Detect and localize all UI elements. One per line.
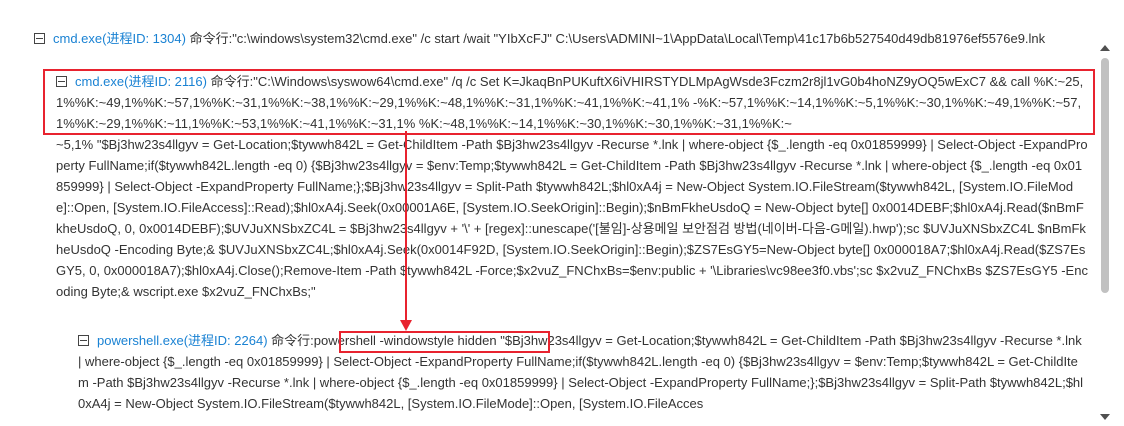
process-node-cmd-1304: cmd.exe(进程ID: 1304) 命令行:"c:\windows\syst… — [34, 28, 1096, 49]
collapse-toggle-icon[interactable] — [78, 335, 89, 346]
command-label: 命令行: — [271, 333, 314, 348]
process-name-link[interactable]: powershell.exe(进程ID: 2264) — [97, 333, 268, 348]
command-text: "$Bj3hw23s4llgyv = Get-Location;$tywwh84… — [78, 333, 1084, 411]
process-node-cmd-2116: cmd.exe(进程ID: 2116) 命令行:"C:\Windows\sysw… — [56, 71, 1088, 134]
command-text: ~5,1% "$Bj3hw23s4llgyv = Get-Location;$t… — [56, 137, 1088, 299]
command-label: 命令行: — [189, 31, 233, 46]
process-node-powershell-2264: powershell.exe(进程ID: 2264) 命令行:powershel… — [78, 330, 1088, 414]
scroll-down-icon[interactable] — [1100, 414, 1110, 420]
process-node-cmd-2116-continued: ~5,1% "$Bj3hw23s4llgyv = Get-Location;$t… — [56, 134, 1088, 302]
collapse-toggle-icon[interactable] — [34, 33, 45, 44]
command-label: 命令行: — [210, 74, 254, 89]
process-name-link[interactable]: cmd.exe(进程ID: 2116) — [75, 74, 207, 89]
command-text-highlighted: powershell -windowstyle hidden — [313, 333, 497, 348]
scroll-up-icon[interactable] — [1100, 45, 1110, 51]
collapse-toggle-icon[interactable] — [56, 76, 67, 87]
process-name-link[interactable]: cmd.exe(进程ID: 1304) — [53, 31, 186, 46]
command-text: "c:\windows\system32\cmd.exe" /c start /… — [232, 31, 1046, 46]
scrollbar-thumb[interactable] — [1101, 58, 1109, 293]
command-text-highlighted: "C:\Windows\syswow64\cmd.exe" /q /c Set … — [56, 74, 1084, 131]
